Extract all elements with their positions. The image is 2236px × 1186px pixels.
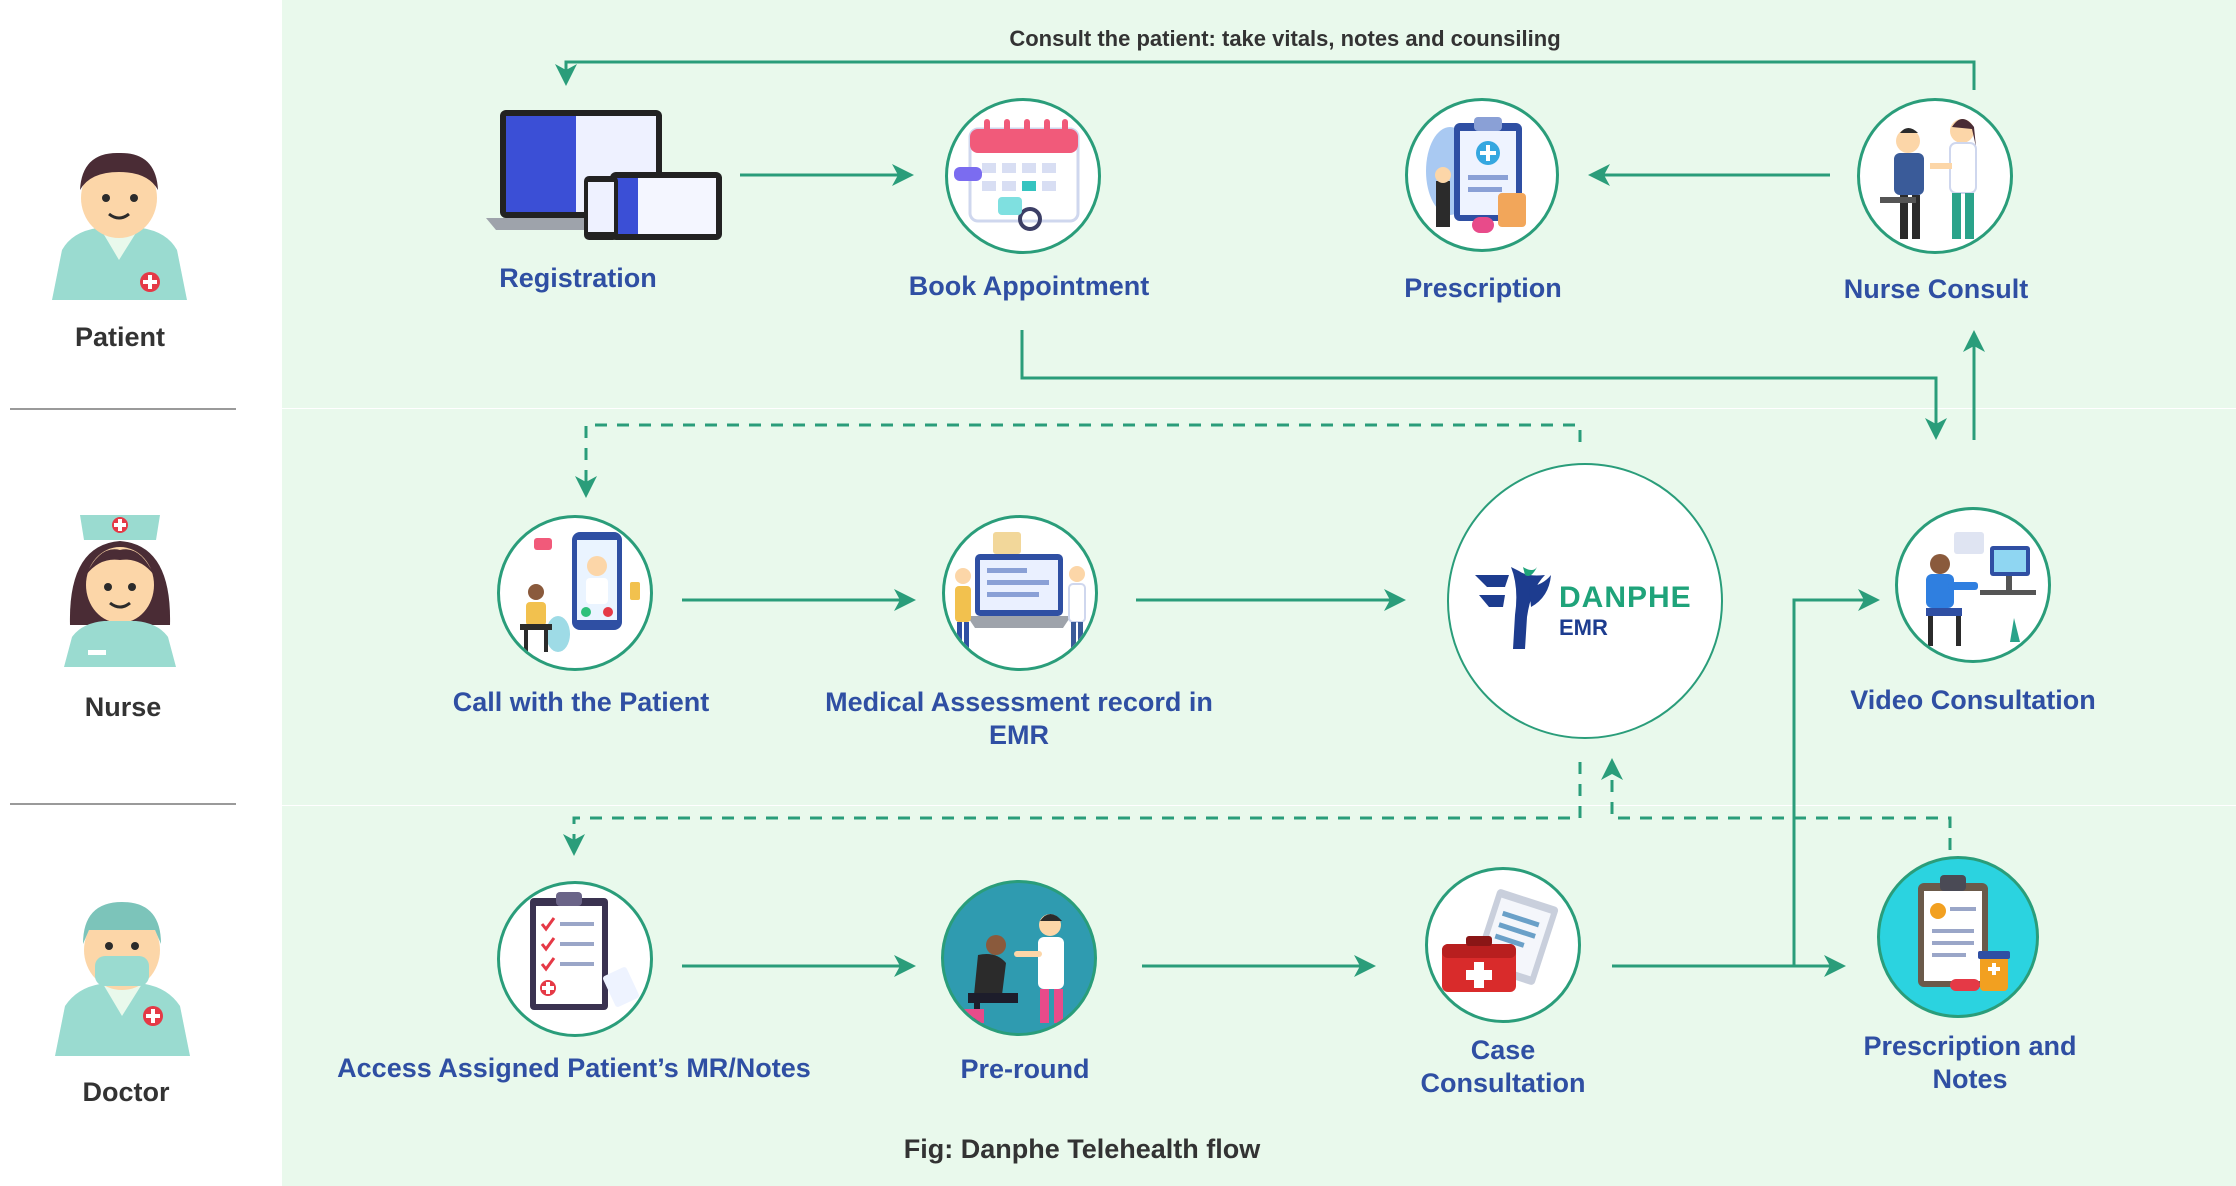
access-notes-circle	[497, 881, 653, 1037]
pre-round-circle	[941, 880, 1097, 1036]
role-label-nurse: Nurse	[84, 692, 162, 722]
video-call-icon	[1926, 532, 2036, 646]
emr-logo-line2: EMR	[1559, 615, 1608, 640]
label-video-consultation: Video Consultation	[1850, 685, 2096, 715]
figure-caption: Fig: Danphe Telehealth flow	[903, 1134, 1261, 1164]
video-consultation-circle	[1895, 507, 2051, 663]
label-pre-round: Pre-round	[960, 1054, 1090, 1084]
doctor-visit-icon	[962, 914, 1064, 1023]
patient-avatar-icon	[52, 152, 187, 300]
case-consultation-circle	[1425, 867, 1581, 1023]
medical-kit-icon	[1442, 889, 1559, 992]
prescription-notes-circle	[1877, 856, 2039, 1018]
label-prescription-notes: Prescription and Notes	[1840, 1030, 2100, 1096]
label-prescription-notes-line1: Prescription and	[1863, 1031, 2077, 1061]
label-medical-assessment: Medical Assessment record in EMR	[825, 687, 1213, 750]
lane-separator	[282, 408, 2236, 409]
medical-assessment-circle	[942, 515, 1098, 671]
checklist-icon	[530, 892, 639, 1010]
label-case-consultation: Case Consultation	[1392, 1034, 1614, 1100]
nurse-consult-circle	[1857, 98, 2013, 254]
call-patient-circle	[497, 515, 653, 671]
danphe-emr-circle: DANPHE EMR	[1447, 463, 1723, 739]
emr-logo-line1: DANPHE	[1559, 581, 1692, 614]
lane-separator	[282, 805, 2236, 806]
nurse-avatar-icon	[64, 515, 176, 667]
top-loop-caption: Consult the patient: take vitals, notes …	[1009, 26, 1561, 51]
label-prescription: Prescription	[1404, 273, 1562, 303]
label-case-consultation-line2: Consultation	[1420, 1068, 1586, 1098]
label-registration: Registration	[499, 263, 657, 293]
book-appointment-circle	[945, 98, 1101, 254]
role-label-doctor: Doctor	[82, 1077, 170, 1107]
calendar-icon	[954, 119, 1080, 231]
phone-call-icon	[520, 532, 640, 652]
label-call-patient: Call with the Patient	[452, 687, 710, 717]
laptop-record-icon	[955, 532, 1086, 652]
label-case-consultation-line1: Case	[1470, 1035, 1536, 1065]
role-label-patient: Patient	[74, 322, 166, 352]
doctor-avatar-icon	[55, 902, 190, 1056]
label-book-appointment: Book Appointment	[908, 271, 1150, 301]
danphe-logo-icon	[1475, 567, 1551, 649]
label-nurse-consult: Nurse Consult	[1843, 274, 2029, 304]
role-divider	[10, 408, 236, 410]
prescription-circle	[1405, 98, 1559, 252]
label-prescription-notes-line2: Notes	[1932, 1064, 2008, 1094]
role-divider	[10, 803, 236, 805]
devices-icon	[486, 110, 722, 240]
nurse-consult-icon	[1880, 119, 1977, 239]
rx-clipboard-icon	[1918, 875, 2010, 991]
clipboard-icon	[1426, 117, 1526, 233]
label-access-notes: Access Assigned Patient’s MR/Notes	[337, 1053, 811, 1083]
